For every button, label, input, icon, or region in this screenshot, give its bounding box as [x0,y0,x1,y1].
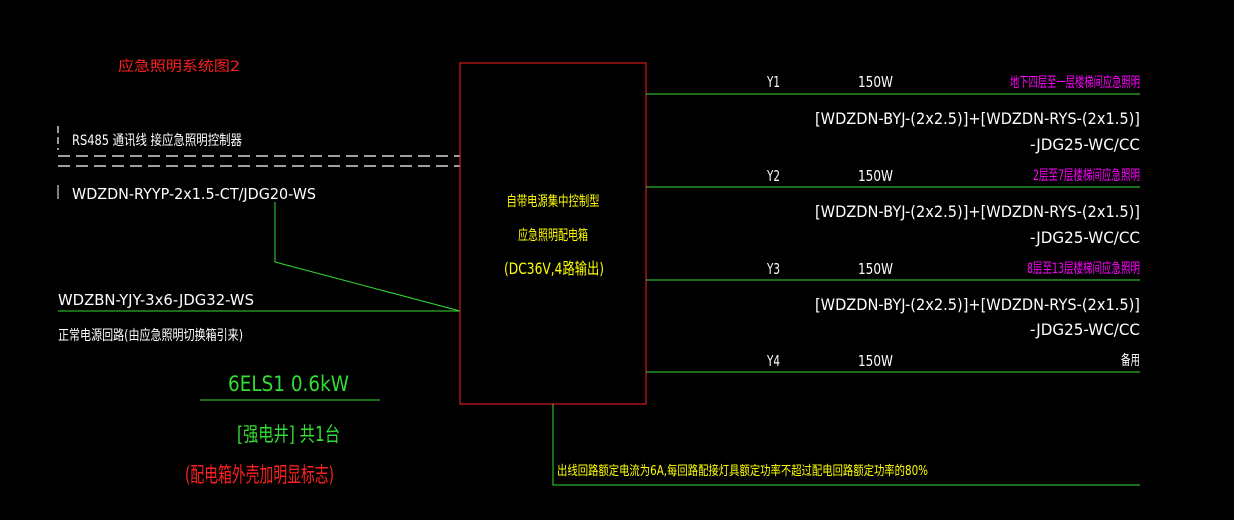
circuit-conduit: -JDG25-WC/CC [1030,228,1140,247]
circuit-description: 备用 [1121,352,1140,369]
circuit-id: Y2 [766,167,780,185]
box-line-3: (DC36V,4路输出) [504,259,604,278]
power-source-note: 正常电源回路(由应急照明切换箱引来) [58,327,243,344]
circuit-y1: Y1 150W 地下四层至一层楼梯间应急照明 [WDZDN-BYJ-(2x2.5… [646,73,1140,154]
circuit-y2: Y2 150W 2层至7层楼梯间应急照明 [WDZDN-BYJ-(2x2.5)]… [646,167,1140,247]
rs485-label: RS485 通讯线 接应急照明控制器 [72,132,242,149]
circuit-description: 2层至7层楼梯间应急照明 [1033,167,1140,184]
power-cable-label: WDZBN-YJY-3x6-JDG32-WS [58,291,254,309]
box-line-1: 自带电源集中控制型 [507,193,600,210]
circuit-cable: [WDZDN-BYJ-(2x2.5)]+[WDZDN-RYS-(2x1.5)] [815,295,1140,314]
panel-id-rating: 6ELS1 0.6kW [228,372,349,396]
control-cable-label: WDZDN-RYYP-2x1.5-CT/JDG20-WS [72,185,316,203]
circuit-y4: Y4 150W 备用 [646,352,1140,373]
circuit-id: Y1 [766,73,780,91]
circuit-cable: [WDZDN-BYJ-(2x2.5)]+[WDZDN-RYS-(2x1.5)] [815,202,1140,221]
circuit-power: 150W [858,167,893,185]
circuit-description: 地下四层至一层楼梯间应急照明 [1010,74,1140,91]
box-line-2: 应急照明配电箱 [518,227,588,244]
bottom-note: 出线回路额定电流为6A,每回路配接灯具额定功率不超过配电回路额定功率的80% [557,463,928,479]
note-leader-line [552,404,1140,486]
circuit-power: 150W [858,352,893,370]
circuit-conduit: -JDG25-WC/CC [1030,135,1140,154]
circuit-conduit: -JDG25-WC/CC [1030,320,1140,339]
circuit-description: 8层至13层楼梯间应急照明 [1027,260,1140,277]
circuit-power: 150W [858,260,893,278]
diagram-title: 应急照明系统图2 [118,58,240,75]
circuit-y3: Y3 150W 8层至13层楼梯间应急照明 [WDZDN-BYJ-(2x2.5)… [646,260,1140,339]
panel-marking-note: (配电箱外壳加明显标志) [185,463,334,487]
circuit-id: Y4 [766,352,780,370]
circuit-id: Y3 [766,260,780,278]
panel-location: [强电井] 共1台 [237,422,340,446]
circuit-cable: [WDZDN-BYJ-(2x2.5)]+[WDZDN-RYS-(2x1.5)] [815,109,1140,128]
control-cable-leader-line [274,202,461,312]
circuit-power: 150W [858,73,893,91]
